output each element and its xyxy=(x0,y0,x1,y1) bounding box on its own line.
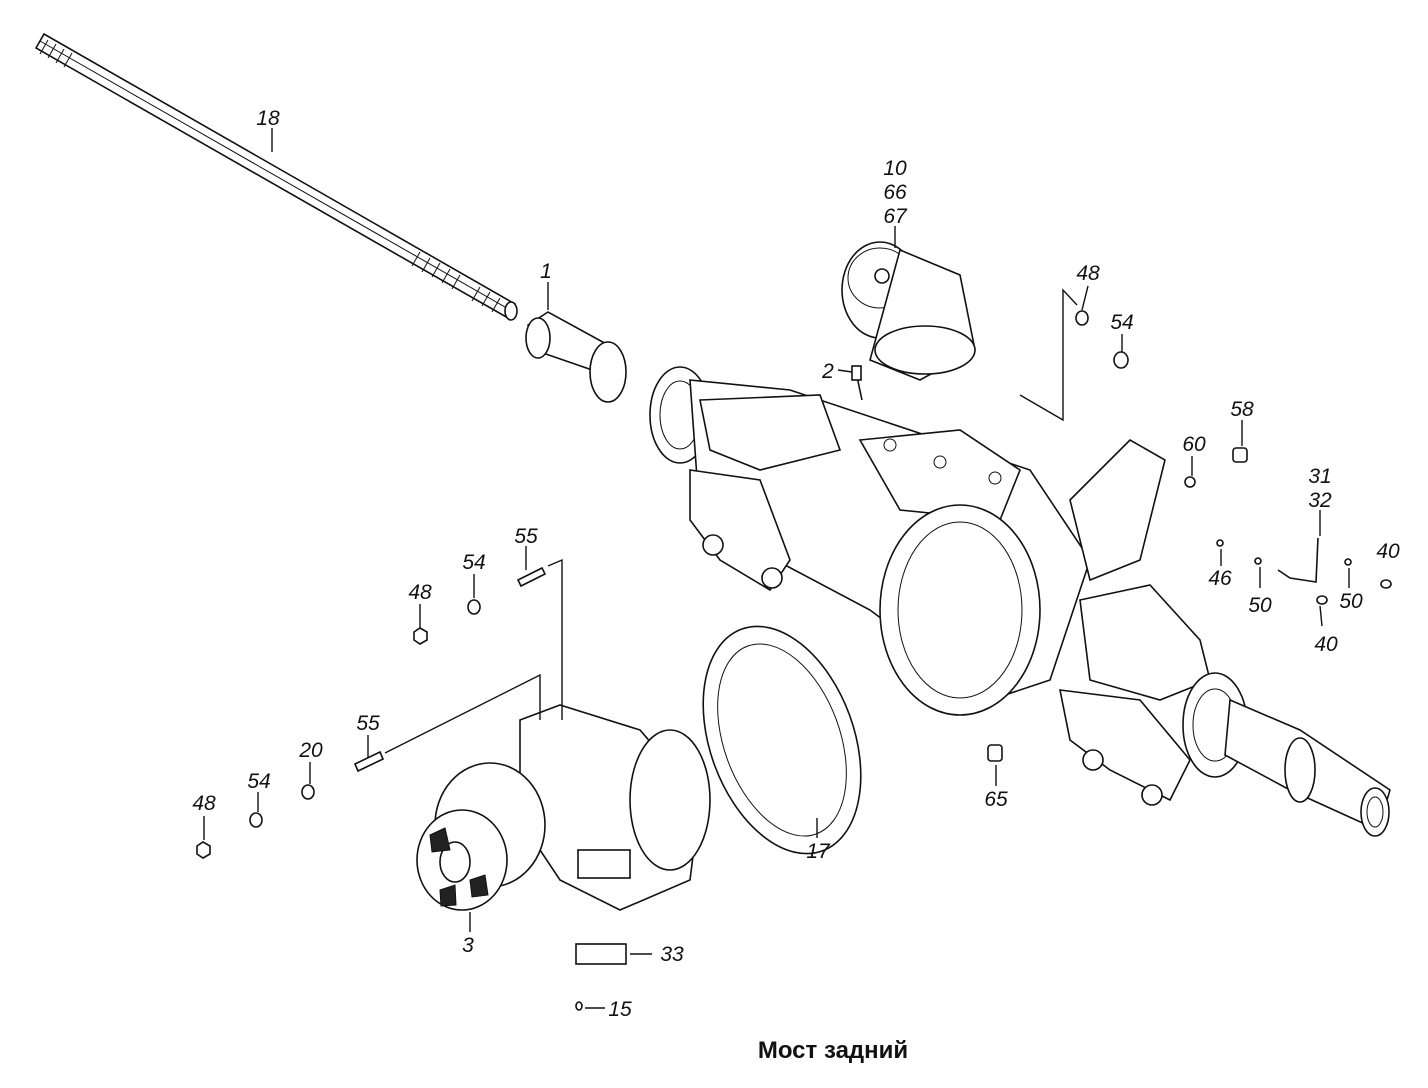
label-48-top: 48 xyxy=(1076,262,1100,285)
label-54-top: 54 xyxy=(1110,311,1133,334)
plug-60-part xyxy=(1184,476,1196,488)
label-50-left: 50 xyxy=(1248,594,1272,617)
label-65: 65 xyxy=(984,788,1008,811)
nut-48-top-part xyxy=(1075,310,1089,326)
nut-48-low-part xyxy=(196,841,211,859)
gasket-part xyxy=(702,625,862,855)
label-20: 20 xyxy=(298,739,323,762)
label-33: 33 xyxy=(660,943,684,966)
rivet-15-part xyxy=(575,1001,583,1011)
plate-33-part xyxy=(575,943,627,965)
label-54-mid: 54 xyxy=(462,551,485,574)
label-66: 66 xyxy=(883,181,907,204)
label-32: 32 xyxy=(1308,489,1332,512)
diagram-caption: Мост задний xyxy=(758,1037,908,1064)
final-drive-part xyxy=(416,704,711,911)
washer-50-left-part xyxy=(1254,557,1262,565)
label-60: 60 xyxy=(1182,433,1206,456)
label-67: 67 xyxy=(883,205,908,228)
label-31: 31 xyxy=(1308,465,1331,488)
label-55-lower: 55 xyxy=(356,712,380,735)
washer-54-mid-part xyxy=(467,599,481,615)
axle-shaft-part xyxy=(34,32,518,321)
plug-65-part xyxy=(987,744,1003,762)
label-3: 3 xyxy=(462,934,474,957)
small-parts xyxy=(196,310,1392,1011)
label-40-right: 40 xyxy=(1376,540,1400,563)
label-50-right: 50 xyxy=(1339,590,1363,613)
label-58: 58 xyxy=(1230,398,1254,421)
washer-54-low-part xyxy=(249,812,263,828)
brake-chamber-part xyxy=(841,241,976,381)
bolt-40-right-part xyxy=(1380,579,1392,589)
bracket-31-32-part xyxy=(1277,537,1319,583)
label-48-low: 48 xyxy=(192,792,216,815)
label-48-mid: 48 xyxy=(408,581,432,604)
plug-58-part xyxy=(1232,447,1248,463)
axle-housing-part xyxy=(525,311,1391,837)
label-2: 2 xyxy=(821,360,834,383)
washer-20-part xyxy=(301,784,315,800)
label-1: 1 xyxy=(540,260,552,283)
leader-lines xyxy=(203,128,1350,1009)
washer-50-right-part xyxy=(1344,558,1352,566)
label-46: 46 xyxy=(1208,567,1232,590)
bolt-2-part xyxy=(851,365,863,401)
stud-55-upper-part xyxy=(516,566,547,588)
label-40-bottom: 40 xyxy=(1314,633,1338,656)
label-18: 18 xyxy=(256,107,280,130)
nut-46-part xyxy=(1216,539,1224,547)
label-55-upper: 55 xyxy=(514,525,538,548)
stud-55-lower-part xyxy=(353,750,385,773)
washer-54-top-part xyxy=(1113,351,1129,369)
bolt-40-bottom-part xyxy=(1316,595,1328,605)
label-10: 10 xyxy=(883,157,907,180)
label-15: 15 xyxy=(608,998,632,1021)
nut-48-mid-part xyxy=(413,627,428,645)
part-labels: 18 1 2 10 66 67 48 54 58 60 31 32 46 50 … xyxy=(192,107,1400,1021)
label-17: 17 xyxy=(806,840,831,863)
label-54-low: 54 xyxy=(247,770,270,793)
